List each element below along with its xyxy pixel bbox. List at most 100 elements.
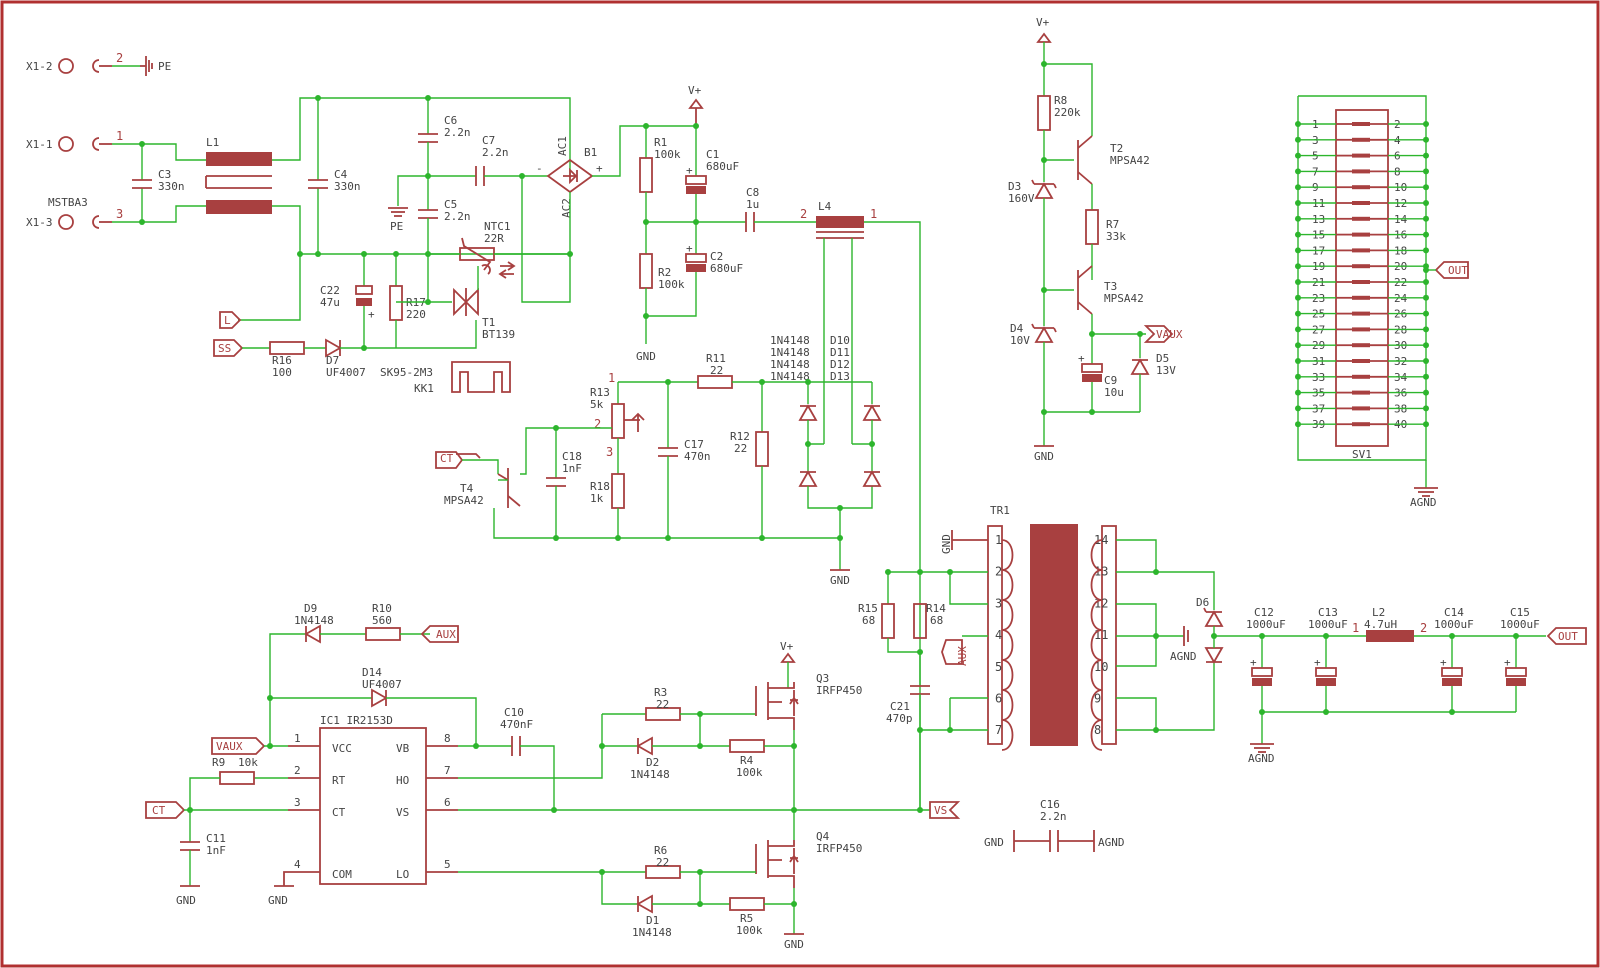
svg-text:4.7uH: 4.7uH (1364, 618, 1397, 631)
svg-text:R12: R12 (730, 430, 750, 443)
svg-text:68: 68 (862, 614, 875, 627)
svg-text:4: 4 (294, 858, 301, 871)
svg-text:C4: C4 (334, 168, 348, 181)
svg-text:+: + (686, 242, 693, 255)
svg-text:C3: C3 (158, 168, 171, 181)
svg-text:V+: V+ (1036, 16, 1050, 29)
svg-text:2: 2 (800, 207, 807, 221)
svg-text:R13: R13 (590, 386, 610, 399)
svg-text:2.2n: 2.2n (482, 146, 509, 159)
mstba3-label: MSTBA3 (48, 196, 88, 209)
svg-text:VS: VS (934, 804, 947, 817)
svg-text:C7: C7 (482, 134, 495, 147)
svg-text:3: 3 (606, 445, 613, 459)
svg-text:GND: GND (636, 350, 656, 363)
svg-text:C10: C10 (504, 706, 524, 719)
svg-text:D9: D9 (304, 602, 317, 615)
svg-text:CT: CT (152, 804, 166, 817)
svg-text:1000uF: 1000uF (1246, 618, 1286, 631)
svg-text:D1: D1 (646, 914, 659, 927)
svg-text:VAUX: VAUX (216, 740, 243, 753)
svg-text:100k: 100k (736, 766, 763, 779)
svg-text:C11: C11 (206, 832, 226, 845)
svg-text:UF4007: UF4007 (362, 678, 402, 691)
svg-text:C15: C15 (1510, 606, 1530, 619)
svg-text:2.2n: 2.2n (444, 126, 471, 139)
svg-text:100k: 100k (736, 924, 763, 937)
svg-text:2: 2 (116, 51, 123, 65)
svg-text:68: 68 (930, 614, 943, 627)
svg-text:D11: D11 (830, 346, 850, 359)
transformer-pin-label: 6 (995, 692, 1002, 706)
svg-text:100k: 100k (658, 278, 685, 291)
svg-text:D7: D7 (326, 354, 339, 367)
svg-text:+: + (368, 308, 375, 321)
svg-text:-: - (536, 162, 543, 175)
transformer-pin-label: 12 (1094, 596, 1108, 610)
svg-text:UF4007: UF4007 (326, 366, 366, 379)
svg-text:R16: R16 (272, 354, 292, 367)
svg-text:Q4: Q4 (816, 830, 830, 843)
svg-text:C2: C2 (710, 250, 723, 263)
svg-text:R14: R14 (926, 602, 946, 615)
svg-text:D6: D6 (1196, 596, 1209, 609)
svg-text:5: 5 (444, 858, 451, 871)
svg-text:+: + (1314, 656, 1321, 669)
svg-text:GND: GND (784, 938, 804, 951)
svg-text:220: 220 (406, 308, 426, 321)
svg-text:7: 7 (444, 764, 451, 777)
svg-text:L: L (224, 314, 231, 327)
svg-text:D5: D5 (1156, 352, 1169, 365)
input-connectors: X1-2 X1-1 X1-3 MSTBA3 2 1 3 PE (26, 51, 171, 230)
svg-text:D4: D4 (1010, 322, 1024, 335)
svg-text:47u: 47u (320, 296, 340, 309)
svg-text:1nF: 1nF (206, 844, 226, 857)
svg-text:+: + (596, 162, 603, 175)
svg-text:BT139: BT139 (482, 328, 515, 341)
svg-text:GND: GND (176, 894, 196, 907)
svg-text:6: 6 (444, 796, 451, 809)
svg-text:C8: C8 (746, 186, 759, 199)
svg-text:NTC1: NTC1 (484, 220, 511, 233)
svg-text:R1: R1 (654, 136, 667, 149)
transformer-pin-label: 4 (995, 628, 1002, 642)
svg-text:C14: C14 (1444, 606, 1464, 619)
svg-text:C5: C5 (444, 198, 457, 211)
svg-text:R18: R18 (590, 480, 610, 493)
svg-text:22R: 22R (484, 232, 504, 245)
svg-text:560: 560 (372, 614, 392, 627)
l1-label: L1 (206, 136, 219, 149)
svg-text:1N4148: 1N4148 (770, 346, 810, 359)
x1-3-label: X1-3 (26, 216, 53, 229)
svg-text:1: 1 (1352, 621, 1359, 635)
svg-text:1N4148: 1N4148 (770, 358, 810, 371)
svg-text:10k: 10k (238, 756, 258, 769)
svg-text:AGND: AGND (1248, 752, 1275, 765)
svg-text:1N4148: 1N4148 (770, 334, 810, 347)
svg-text:SS: SS (218, 342, 231, 355)
svg-text:T4: T4 (460, 482, 474, 495)
svg-text:1u: 1u (746, 198, 759, 211)
svg-text:680uF: 680uF (706, 160, 739, 173)
svg-text:10u: 10u (1104, 386, 1124, 399)
svg-text:GND: GND (830, 574, 850, 587)
svg-text:1N4148: 1N4148 (632, 926, 672, 939)
svg-text:D12: D12 (830, 358, 850, 371)
svg-text:R2: R2 (658, 266, 671, 279)
svg-text:OUT: OUT (1448, 264, 1468, 277)
svg-text:5k: 5k (590, 398, 604, 411)
svg-text:R15: R15 (858, 602, 878, 615)
svg-text:C17: C17 (684, 438, 704, 451)
svg-text:1: 1 (116, 129, 123, 143)
svg-text:SV1: SV1 (1352, 448, 1372, 461)
svg-text:470p: 470p (886, 712, 913, 725)
svg-text:VB: VB (396, 742, 410, 755)
svg-text:470n: 470n (684, 450, 711, 463)
svg-text:330n: 330n (334, 180, 361, 193)
